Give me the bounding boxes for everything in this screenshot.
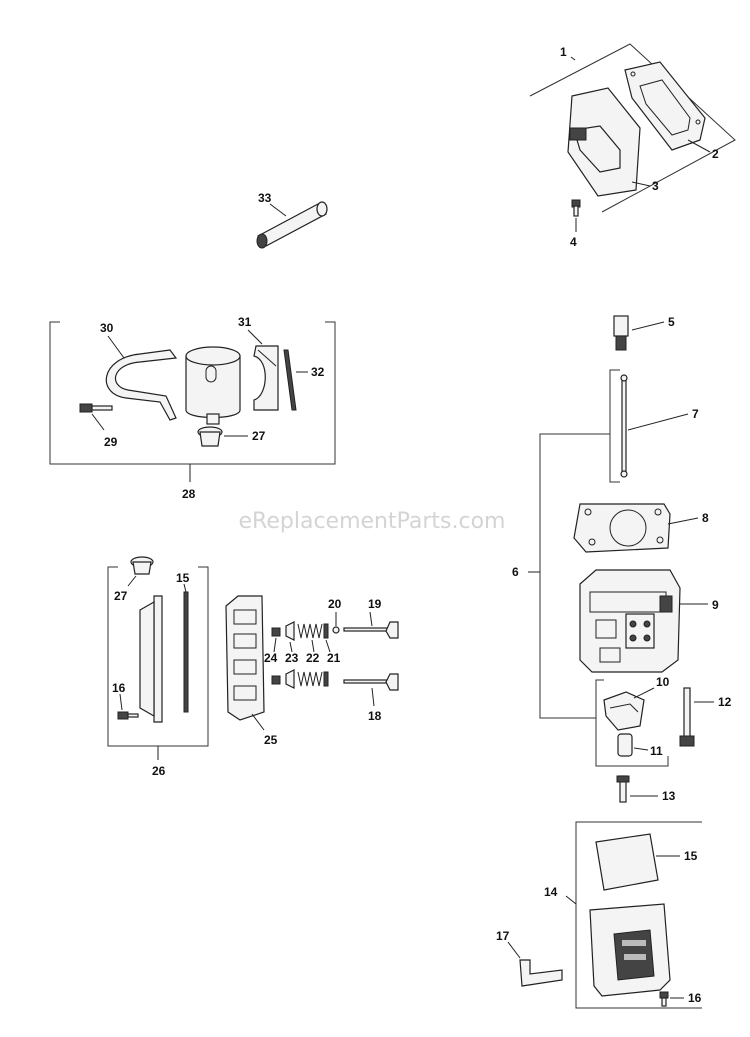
screw-16a xyxy=(117,711,139,720)
callout-27-upper: 27 xyxy=(252,429,266,443)
bracket-6 xyxy=(539,433,610,719)
bracket-14 xyxy=(575,821,702,1009)
valve-cover-3 xyxy=(567,87,641,197)
bracket-17 xyxy=(519,959,563,987)
callout-11: 11 xyxy=(650,744,663,758)
callout-13: 13 xyxy=(662,789,676,803)
spring-cap-23a xyxy=(285,621,295,641)
push-rod-7 xyxy=(620,374,628,478)
watermark-text: eReplacementParts.com xyxy=(239,509,506,534)
cylinder-head-9 xyxy=(579,569,681,673)
spring-cap-23b xyxy=(285,669,295,689)
callout-18: 18 xyxy=(368,709,382,723)
retainer-24a xyxy=(271,627,281,637)
callout-16-left: 16 xyxy=(112,681,126,695)
callout-26: 26 xyxy=(152,764,166,778)
valve-spring-22a xyxy=(297,623,323,639)
callout-6: 6 xyxy=(512,565,519,579)
head-gasket-8 xyxy=(573,503,671,553)
keeper-20 xyxy=(332,626,340,634)
cap-27a xyxy=(197,426,223,447)
callout-28: 28 xyxy=(182,487,196,501)
callout-33: 33 xyxy=(258,191,272,205)
head-assembly-6: 5 6 7 8 xyxy=(512,315,732,767)
callout-7: 7 xyxy=(692,407,699,421)
callout-2: 2 xyxy=(712,147,719,161)
clamp-31 xyxy=(253,345,279,411)
callout-16-right: 16 xyxy=(688,991,702,1005)
callout-32: 32 xyxy=(311,365,325,379)
callout-5: 5 xyxy=(668,315,675,329)
screw-16b xyxy=(659,991,669,1007)
callout-30: 30 xyxy=(100,321,114,335)
callout-3: 3 xyxy=(652,179,659,193)
callout-4: 4 xyxy=(570,235,577,249)
callout-17: 17 xyxy=(496,929,510,943)
gasket-15a xyxy=(183,591,189,713)
callout-9: 9 xyxy=(712,598,719,612)
filter-assembly-28: 28 30 29 31 32 xyxy=(49,315,336,501)
retainer-24b xyxy=(271,675,281,685)
callout-8: 8 xyxy=(702,511,709,525)
rocker-cover xyxy=(589,903,671,997)
callout-15-right: 15 xyxy=(684,849,698,863)
canister xyxy=(185,346,241,425)
callout-12: 12 xyxy=(718,695,732,709)
cylinder-head-25: 25 xyxy=(225,595,278,747)
callout-24: 24 xyxy=(264,651,278,665)
callout-10: 10 xyxy=(656,675,670,689)
strip-32 xyxy=(283,349,297,411)
callout-25: 25 xyxy=(264,733,278,747)
intake-valve-19 xyxy=(343,621,399,639)
callout-19: 19 xyxy=(368,597,382,611)
strap-30 xyxy=(105,349,178,421)
callout-29: 29 xyxy=(104,435,118,449)
breather-cover xyxy=(139,595,163,723)
valve-spring-22b xyxy=(297,671,323,687)
head-bolt-12 xyxy=(679,687,695,747)
fitting-5 xyxy=(613,315,629,351)
callout-1: 1 xyxy=(560,45,567,59)
valve-train: 20 19 24 23 22 21 18 xyxy=(264,597,399,723)
valve-cover-assembly: 1 2 3 4 xyxy=(529,43,736,249)
gasket-15b xyxy=(595,833,659,891)
callout-20: 20 xyxy=(328,597,342,611)
callout-23: 23 xyxy=(285,651,299,665)
callout-15-left: 15 xyxy=(176,571,190,585)
valve-seal-21b xyxy=(323,671,329,687)
bolt-29 xyxy=(79,403,113,413)
rocker-10 xyxy=(603,691,645,731)
tube-33: 33 xyxy=(256,191,328,249)
callout-31: 31 xyxy=(238,315,252,329)
gasket-2 xyxy=(624,61,706,151)
rocker-cover-assembly-14: 14 15 16 xyxy=(544,821,702,1009)
exhaust-valve-18 xyxy=(343,673,399,691)
callout-21: 21 xyxy=(327,651,341,665)
bracket-28 xyxy=(49,321,336,465)
callout-22: 22 xyxy=(306,651,320,665)
breather-assembly-26: 26 27 15 16 xyxy=(107,556,209,778)
callout-27-lower: 27 xyxy=(114,589,128,603)
callout-14: 14 xyxy=(544,885,558,899)
valve-seal-21a xyxy=(323,623,329,639)
tappet-11 xyxy=(617,733,633,757)
bolt-13 xyxy=(616,775,630,803)
cap-27b xyxy=(130,556,154,575)
screw-4 xyxy=(571,199,581,217)
